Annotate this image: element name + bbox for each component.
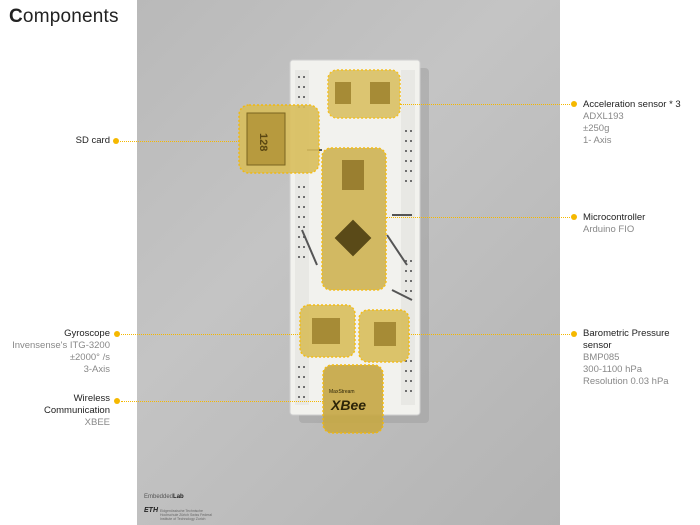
wireless-label: Wireless Communication XBEE (44, 393, 110, 428)
baro-dot (571, 331, 577, 337)
sd-leader (120, 141, 239, 142)
micro-label: Microcontroller Arduino FIO (583, 212, 646, 235)
gyro-dot (114, 331, 120, 337)
sd-card-text: 128 (257, 133, 269, 151)
accel-label: Acceleration sensor * 3 ADXL193 ±250g 1-… (583, 99, 681, 146)
xbee-maxstream-text: MaxStream (329, 389, 355, 395)
accel-leader (400, 104, 570, 105)
micro-dot (571, 214, 577, 220)
baro-leader (409, 334, 570, 335)
sd-label: SD card (75, 135, 110, 146)
sd-dot (113, 138, 119, 144)
breadboard-illustration: 128 MaxStream XBee (238, 59, 429, 434)
wireless-leader (121, 401, 323, 402)
gyro-label: Gyroscope Invensense's ITG-3200 ±2000° /… (12, 328, 110, 375)
xbee-highlight (322, 364, 384, 434)
page-title: Components (9, 6, 119, 27)
gyro-leader (121, 334, 300, 335)
accel-dot (571, 101, 577, 107)
embeddedlab-logo: EmbeddedLab (144, 494, 184, 500)
wireless-dot (114, 398, 120, 404)
eth-subtitle: Eidgenössische Technische Hochschule Zür… (160, 509, 212, 521)
device-photo: 128 MaxStream XBee (137, 0, 560, 525)
microcontroller-highlight (321, 147, 387, 291)
eth-logo: ETH (144, 507, 158, 514)
xbee-text: XBee (330, 397, 366, 413)
baro-label: Barometric Pressure sensor BMP085 300-11… (583, 328, 670, 387)
micro-leader (386, 217, 570, 218)
